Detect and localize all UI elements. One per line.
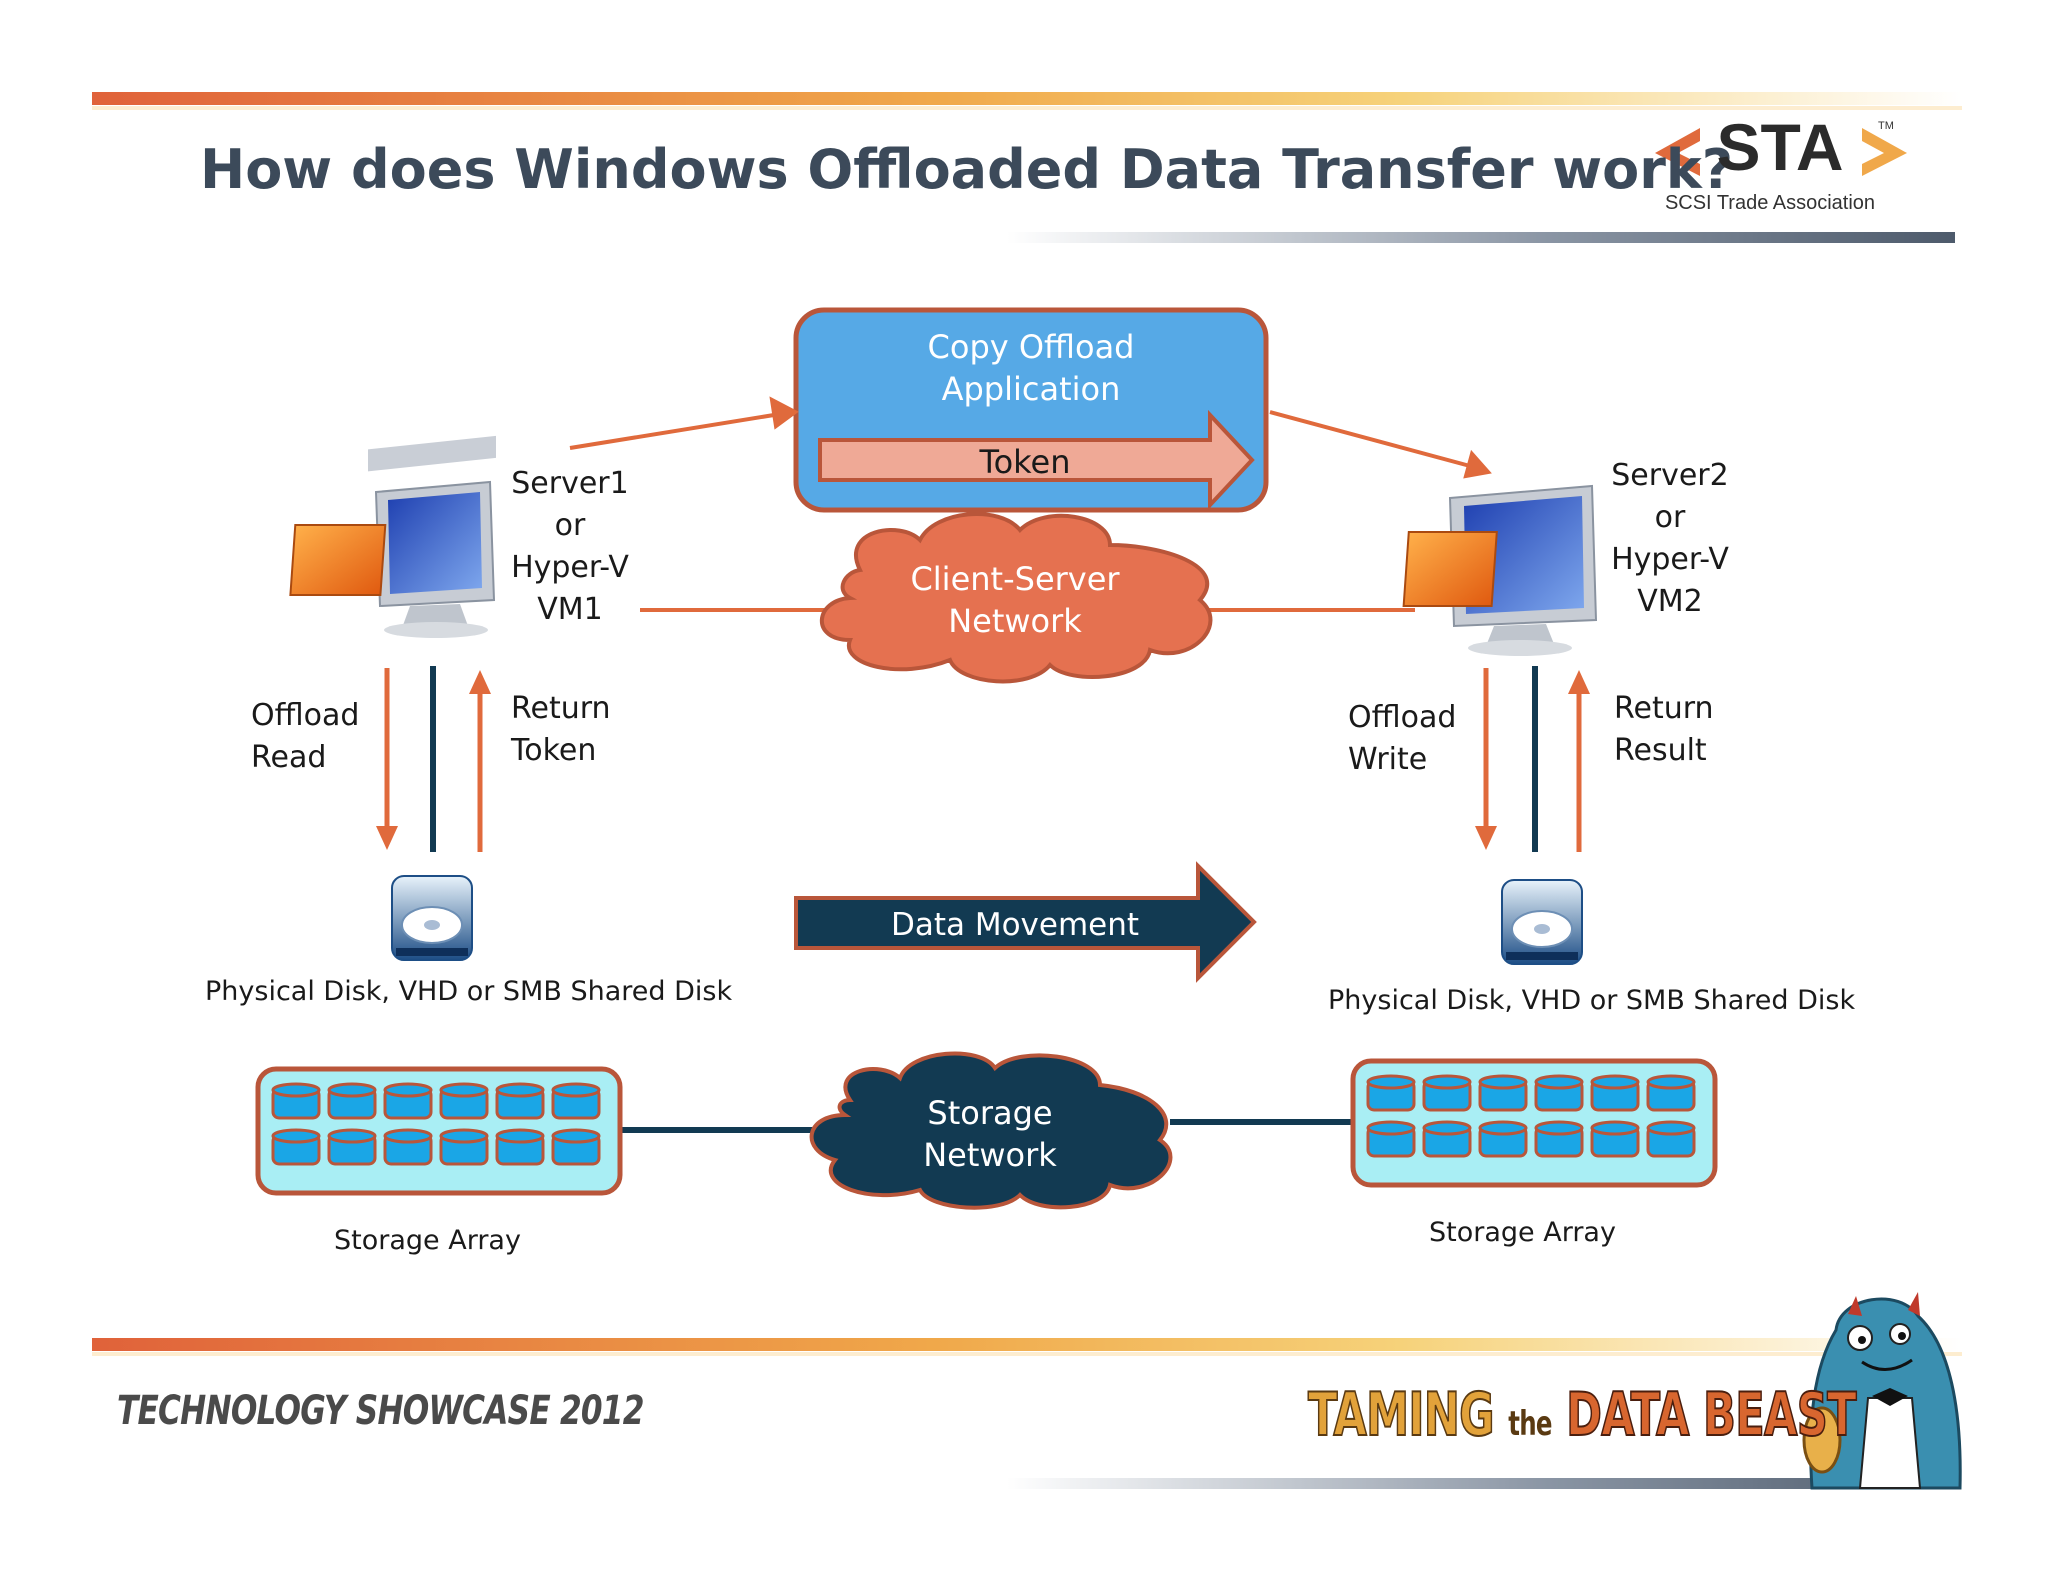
return-token-label: Return Token xyxy=(511,691,611,768)
client-network-cloud-icon xyxy=(819,512,1213,684)
left-array-label: Storage Array xyxy=(334,1225,521,1256)
disk-cylinder-icon xyxy=(1646,1074,1696,1112)
disk-cylinder-icon xyxy=(1422,1120,1472,1158)
right-disk-label: Physical Disk, VHD or SMB Shared Disk xyxy=(1328,985,1856,1016)
data-movement-label: Data Movement xyxy=(890,907,1140,943)
disk-cylinder-icon xyxy=(495,1082,545,1120)
sta-logo-tm: TM xyxy=(1878,120,1894,132)
monster-mascot-icon xyxy=(1802,1292,1962,1490)
left-io-arrows xyxy=(376,666,491,852)
disk-cylinder-icon xyxy=(271,1082,321,1120)
disk-cylinder-icon xyxy=(1478,1120,1528,1158)
disk-cylinder-icon xyxy=(1534,1074,1584,1112)
storage-network-cloud-icon xyxy=(809,1051,1173,1210)
footer-tagline-beast: DATA BEAST xyxy=(1565,1379,1857,1451)
data-movement-arrow xyxy=(794,861,1257,983)
footer-decoration xyxy=(92,1338,1962,1489)
disk-cylinder-icon xyxy=(1590,1120,1640,1158)
right-hard-disk-icon xyxy=(1501,879,1583,965)
page-title: How does Windows Offloaded Data Transfer… xyxy=(200,138,1734,201)
footer-event-name: TECHNOLOGY SHOWCASE 2012 xyxy=(117,1388,644,1434)
server1-label: Server1 or Hyper-V VM1 xyxy=(511,466,629,627)
right-storage-array-icon xyxy=(1350,1058,1718,1188)
app-connector-arrows xyxy=(569,396,1492,479)
footer-tagline-the: the xyxy=(1508,1404,1552,1444)
disk-cylinder-icon xyxy=(1590,1074,1640,1112)
client-network-label: Client-Server Network xyxy=(910,560,1120,640)
storage-network-label: Storage Network xyxy=(923,1094,1057,1174)
right-io-arrows xyxy=(1475,666,1590,852)
token-arrow xyxy=(818,409,1255,511)
offload-read-label: Offload Read xyxy=(251,698,360,775)
app-box-label: Copy Offload Application xyxy=(927,328,1135,408)
disk-cylinder-icon xyxy=(271,1128,321,1166)
right-array-label: Storage Array xyxy=(1429,1217,1616,1248)
disk-cylinder-icon xyxy=(327,1082,377,1120)
disk-cylinder-icon xyxy=(439,1128,489,1166)
return-result-label: Return Result xyxy=(1614,691,1714,768)
server1-monitor-icon xyxy=(289,435,496,638)
footer-tagline: TAMING the DATA BEAST xyxy=(1307,1379,1857,1451)
sta-logo-subtitle: SCSI Trade Association xyxy=(1664,192,1876,214)
disk-cylinder-icon xyxy=(1646,1120,1696,1158)
sta-logo-icon xyxy=(1655,128,1907,176)
disk-cylinder-icon xyxy=(495,1128,545,1166)
disk-cylinder-icon xyxy=(439,1082,489,1120)
disk-cylinder-icon xyxy=(1366,1074,1416,1112)
token-label: Token xyxy=(979,443,1071,481)
disk-cylinder-icon xyxy=(1366,1120,1416,1158)
disk-cylinder-icon xyxy=(327,1128,377,1166)
left-disk-label: Physical Disk, VHD or SMB Shared Disk xyxy=(205,976,733,1007)
disk-cylinder-icon xyxy=(1534,1120,1584,1158)
offload-write-label: Offload Write xyxy=(1348,700,1457,777)
disk-cylinder-icon xyxy=(551,1082,601,1120)
server2-monitor-icon xyxy=(1402,484,1598,656)
disk-cylinder-icon xyxy=(383,1128,433,1166)
server2-label: Server2 or Hyper-V VM2 xyxy=(1611,458,1729,619)
sta-logo-text: STA xyxy=(1716,110,1844,184)
left-storage-array-icon xyxy=(255,1066,623,1196)
disk-cylinder-icon xyxy=(1422,1074,1472,1112)
disk-cylinder-icon xyxy=(383,1082,433,1120)
disk-cylinder-icon xyxy=(1478,1074,1528,1112)
left-hard-disk-icon xyxy=(391,875,473,961)
header-decoration xyxy=(92,92,1962,243)
disk-cylinder-icon xyxy=(551,1128,601,1166)
footer-tagline-taming: TAMING xyxy=(1307,1379,1495,1451)
